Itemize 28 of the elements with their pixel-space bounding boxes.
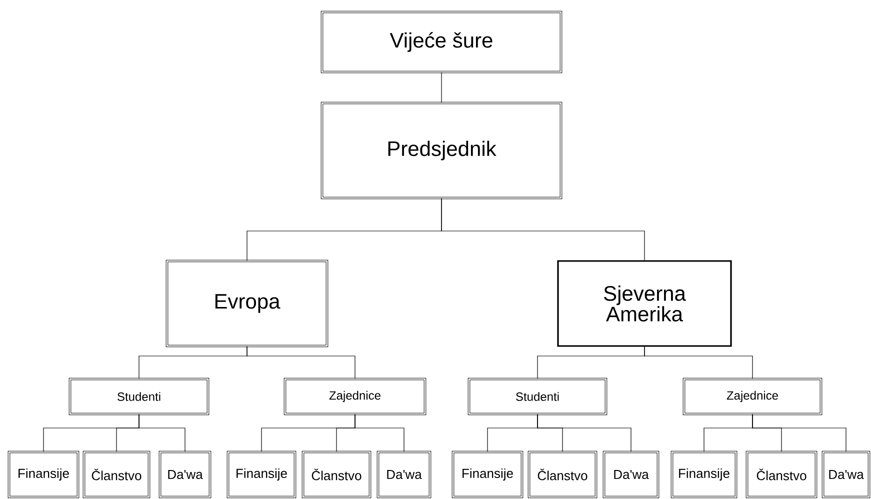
org-box: Zajednice [682,378,822,416]
org-box: Vijeće šure [320,10,562,74]
connector-line [354,414,404,452]
connector-line [537,414,632,452]
org-box: Da'wa [822,450,870,498]
org-box: Da'wa [376,450,432,498]
org-box: Članstvo [82,450,150,498]
org-box: Sjeverna Amerika [557,260,732,347]
org-box: Članstvo [746,450,818,498]
org-box: Da'wa [158,450,212,498]
org-box: Članstvo [528,450,598,498]
connector-line [441,72,442,104]
org-box: Finansije [670,450,738,498]
org-box: Finansije [452,450,524,498]
connector-line [644,346,753,380]
org-box: Da'wa [602,450,660,498]
org-box: Studenti [468,378,608,416]
org-box: Članstvo [302,450,372,498]
connector-line [752,414,846,452]
connector-line [246,346,356,380]
org-box: Studenti [68,378,210,416]
org-box: Predsjednik [320,102,562,200]
org-box: Zajednice [284,378,426,416]
org-box: Finansije [8,450,80,498]
org-box: Evropa [166,260,328,348]
connector-line [138,414,186,452]
connector-line [441,198,645,260]
org-box: Finansije [226,450,296,498]
